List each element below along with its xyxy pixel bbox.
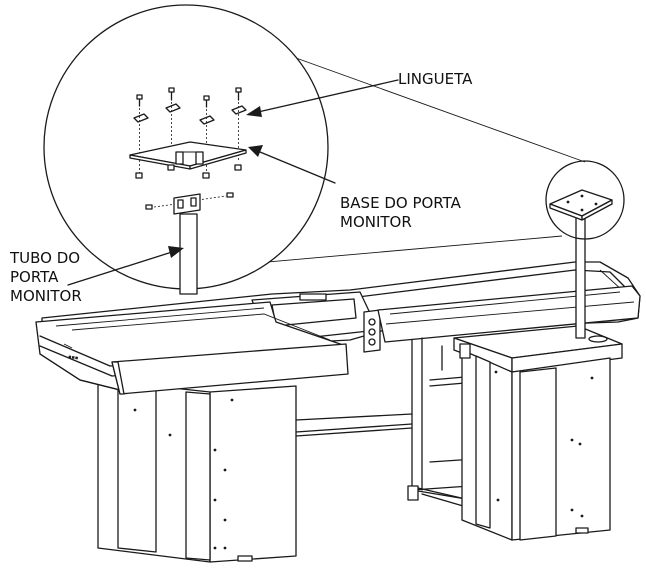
base-plate [129, 141, 247, 170]
label-tubo-do-porta-monitor: TUBO DO PORTA MONITOR [10, 249, 82, 306]
right-conveyor [377, 285, 641, 343]
leader-arrows [67, 79, 399, 286]
side-screws [145, 192, 234, 210]
left-conveyor: ▪▪▪ [35, 301, 349, 395]
label-base-line-2: MONITOR [340, 213, 412, 231]
tube [173, 193, 201, 295]
nuts [135, 164, 242, 179]
label-tubo-line-3: MONITOR [10, 287, 82, 305]
label-base-line-1: BASE DO PORTA [340, 194, 461, 212]
detail-circle-small [545, 160, 625, 240]
monitor-pole [549, 189, 613, 339]
label-base-do-porta-monitor: BASE DO PORTA MONITOR [340, 194, 461, 232]
svg-text:▪▪▪: ▪▪▪ [68, 354, 79, 361]
screws-top [136, 87, 242, 108]
left-cabinet [97, 379, 297, 563]
label-tubo-line-1: TUBO DO [10, 249, 81, 267]
label-lingueta: LINGUETA [398, 70, 473, 88]
label-tubo-line-2: PORTA [10, 268, 59, 286]
bagging-table [453, 325, 623, 541]
exploded-assembly [129, 87, 247, 295]
